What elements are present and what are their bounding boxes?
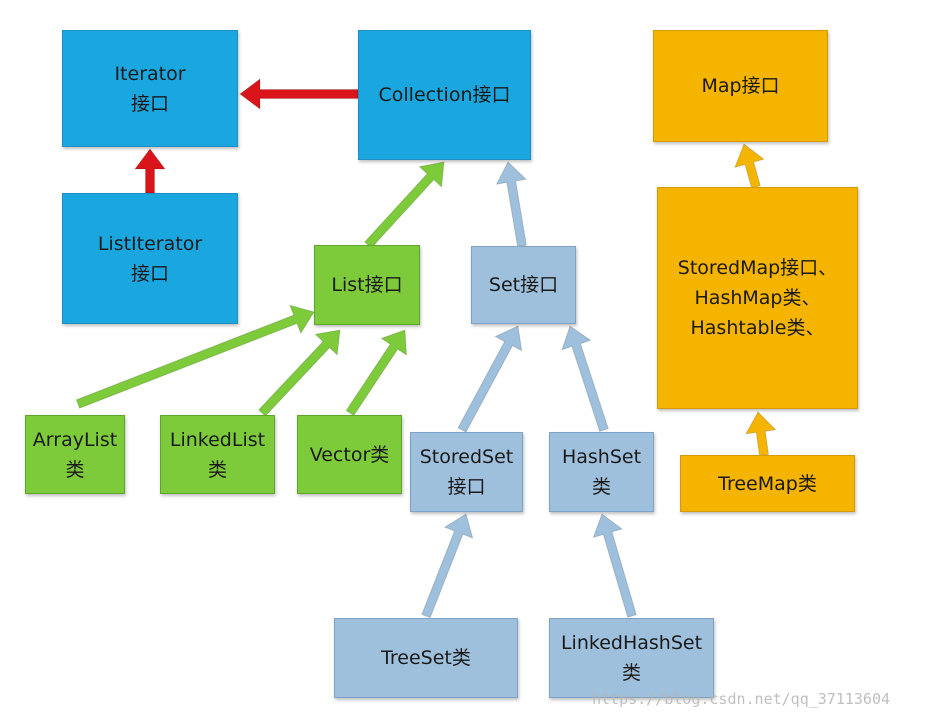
map-line-1: Map接口 xyxy=(701,75,780,97)
arrow-list-to-collection xyxy=(363,161,445,249)
arrow-set-to-collection-shape xyxy=(495,161,528,248)
arrow-list-to-collection-shape xyxy=(363,161,445,249)
tree-map-line-1: TreeMap类 xyxy=(718,472,817,495)
tree-map-node: TreeMap类 xyxy=(680,455,855,512)
arrow-linked-list-to-list-shape xyxy=(257,329,341,417)
array-list-line-1: ArrayList xyxy=(32,428,118,451)
arrow-linked-hash-set-to-hash-set-shape xyxy=(592,513,637,618)
stored-set-line-1: StoredSet xyxy=(419,446,514,468)
arrow-linked-list-to-list xyxy=(257,329,341,417)
stored-map-node: StoredMap接口、 HashMap类、 Hashtable类、 xyxy=(657,187,858,409)
arrow-list-iterator-to-iterator-shape xyxy=(134,148,166,194)
arrow-stored-map-to-map-shape xyxy=(734,143,765,189)
arrow-array-list-to-list-shape xyxy=(75,304,315,409)
list-iterator-line-1: ListIterator xyxy=(97,232,203,255)
arrow-list-iterator-to-iterator xyxy=(134,148,166,194)
stored-map-line-3: Hashtable类、 xyxy=(690,317,825,339)
set-line-1: Set接口 xyxy=(488,274,559,296)
arrow-array-list-to-list xyxy=(75,304,315,409)
arrow-tree-set-to-stored-set-shape xyxy=(421,513,474,619)
stored-set-line-2: 接口 xyxy=(447,476,486,498)
iterator-line-2: 接口 xyxy=(130,92,169,115)
arrow-collection-to-iterator xyxy=(239,78,359,110)
vector-node: Vector类 xyxy=(297,415,402,494)
iterator-line-1: Iterator xyxy=(114,62,186,85)
stored-set-node: StoredSet 接口 xyxy=(410,432,523,512)
collection-line-1: Collection接口 xyxy=(378,84,511,106)
hash-set-line-2: 类 xyxy=(591,476,611,498)
arrow-vector-to-list-shape xyxy=(345,329,408,417)
set-node: Set接口 xyxy=(471,246,576,324)
stored-map-line-2: HashMap类、 xyxy=(694,287,821,309)
iterator-node: Iterator 接口 xyxy=(62,30,238,147)
list-node: List接口 xyxy=(314,245,420,325)
linked-hash-set-line-1: LinkedHashSet xyxy=(560,632,703,654)
hash-set-node: HashSet 类 xyxy=(549,432,654,512)
arrow-tree-map-to-stored-map-shape xyxy=(744,411,777,457)
map-node: Map接口 xyxy=(653,30,828,142)
arrow-hash-set-to-set xyxy=(561,325,609,433)
hash-set-line-1: HashSet xyxy=(561,446,642,468)
array-list-node: ArrayList 类 xyxy=(25,415,125,494)
linked-hash-set-line-2: 类 xyxy=(621,662,641,684)
arrow-vector-to-list xyxy=(345,329,408,417)
vector-line-1: Vector类 xyxy=(309,443,390,466)
arrow-stored-set-to-set-shape xyxy=(457,325,523,433)
stored-map-line-1: StoredMap接口、 xyxy=(677,257,838,279)
arrow-stored-set-to-set xyxy=(457,325,523,433)
edges-group xyxy=(75,78,777,619)
arrow-tree-set-to-stored-set xyxy=(421,513,474,619)
tree-set-node: TreeSet类 xyxy=(334,618,518,698)
array-list-line-2: 类 xyxy=(65,458,85,481)
list-iterator-node: ListIterator 接口 xyxy=(62,193,238,324)
linked-hash-set-node: LinkedHashSet 类 xyxy=(549,618,714,698)
linked-list-node: LinkedList 类 xyxy=(160,415,275,494)
arrow-set-to-collection xyxy=(495,161,528,248)
list-line-1: List接口 xyxy=(331,274,403,296)
linked-list-line-1: LinkedList xyxy=(169,428,266,451)
linked-list-line-2: 类 xyxy=(207,458,227,481)
arrow-stored-map-to-map xyxy=(734,143,765,189)
tree-set-line-1: TreeSet类 xyxy=(381,647,471,669)
arrow-collection-to-iterator-shape xyxy=(239,78,359,110)
collection-node: Collection接口 xyxy=(358,30,531,160)
arrow-hash-set-to-set-shape xyxy=(561,325,609,433)
list-iterator-line-2: 接口 xyxy=(130,262,169,285)
watermark: https://blog.csdn.net/qq_37113604 xyxy=(592,690,891,708)
arrow-tree-map-to-stored-map xyxy=(744,411,777,457)
arrow-linked-hash-set-to-hash-set xyxy=(592,513,637,618)
